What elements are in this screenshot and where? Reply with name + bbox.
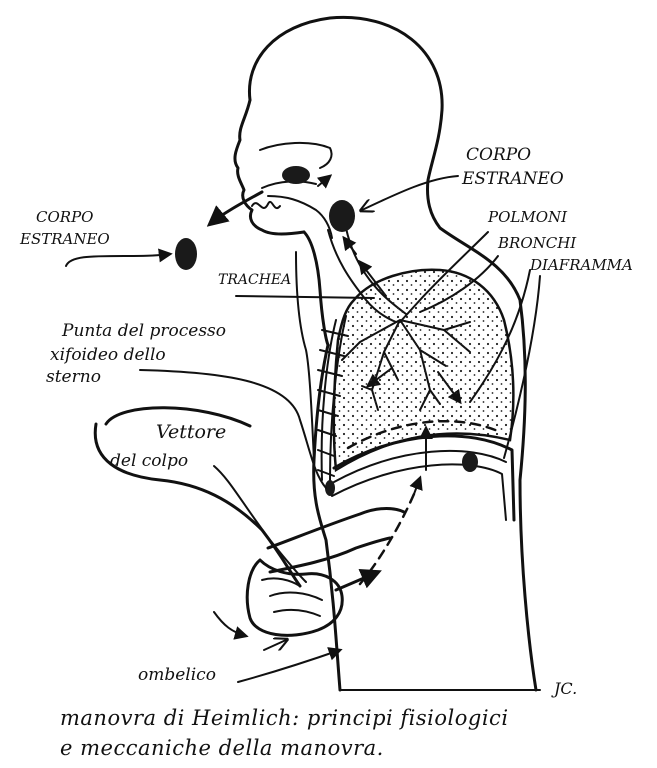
foreign-body-expelled [175,238,197,270]
label-punta-processo-3: sterno [46,367,101,387]
signature: JC. [551,679,577,698]
label-trachea: TRACHEA [218,272,291,288]
oral-cavity [252,143,332,238]
label-ombelico: ombelico [138,665,216,685]
label-punta-processo-1: Punta del processo [61,321,226,341]
label-vettore-2: del colpo [110,451,188,471]
expelled-object [175,192,262,270]
label-corpo-estraneo-right-1: CORPO [466,145,531,165]
neck-front [304,232,328,345]
foreign-body-mouth [282,166,310,184]
label-corpo-estraneo-right-2: ESTRANEO [461,169,564,189]
label-polmoni: POLMONI [487,208,568,226]
diagram-labels: CORPO ESTRANEO CORPO ESTRANEO POLMONI BR… [19,145,633,698]
label-diaframma: DIAFRAMMA [529,256,633,274]
foreign-body-throat [329,200,355,232]
inner-line [296,252,314,460]
label-bronchi: BRONCHI [497,234,577,252]
caption-line-1: manovra di Heimlich: principi fisiologic… [60,706,620,730]
caption-line-2: e meccaniche della manovra. [60,736,620,760]
label-corpo-estraneo-left-1: CORPO [36,208,93,226]
diaphragm-marker [462,452,478,472]
label-corpo-estraneo-left-2: ESTRANEO [19,230,110,248]
label-vettore-1: Vettore [156,421,226,443]
label-punta-processo-2: xifoideo dello [50,345,166,365]
